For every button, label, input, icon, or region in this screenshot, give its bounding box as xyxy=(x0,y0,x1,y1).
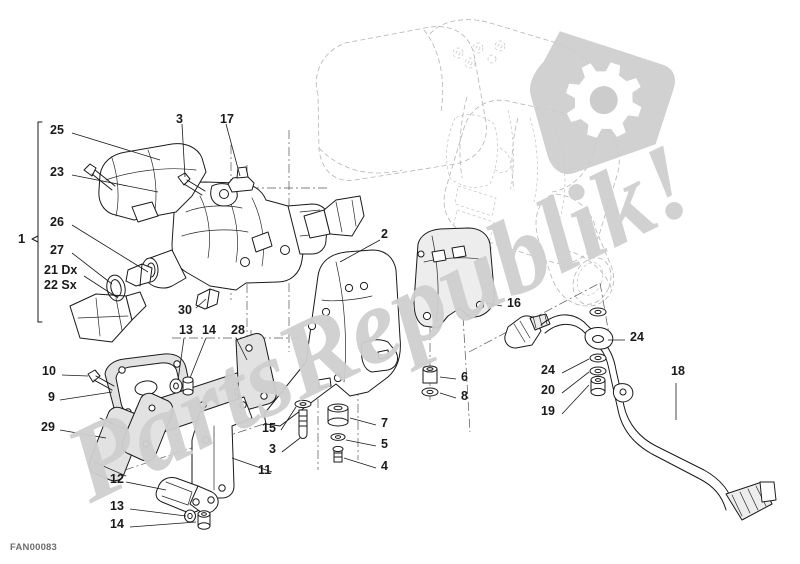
callout-5[interactable]: 5 xyxy=(381,437,388,451)
callout-14-top[interactable]: 14 xyxy=(202,323,216,337)
wiring-harness-18 xyxy=(504,313,777,521)
leader-lines xyxy=(59,123,677,528)
callout-10[interactable]: 10 xyxy=(42,364,56,378)
callout-25[interactable]: 25 xyxy=(50,123,64,137)
callout-7[interactable]: 7 xyxy=(381,416,388,430)
callout-15[interactable]: 15 xyxy=(262,421,276,435)
callout-24-lower[interactable]: 24 xyxy=(541,363,555,377)
reflector-strip-29 xyxy=(88,392,174,482)
callout-6[interactable]: 6 xyxy=(461,370,468,384)
callout-13-bottom[interactable]: 13 xyxy=(110,499,124,513)
turn-signal-left xyxy=(69,291,147,343)
diagram-code: FAN00083 xyxy=(10,542,58,553)
callout-27[interactable]: 27 xyxy=(50,243,64,257)
tail-light-lens xyxy=(98,143,207,223)
callout-18[interactable]: 18 xyxy=(671,364,685,378)
turn-signal-right xyxy=(303,195,365,239)
callout-29[interactable]: 29 xyxy=(41,420,55,434)
callout-2[interactable]: 2 xyxy=(381,227,388,241)
callout-19[interactable]: 19 xyxy=(541,404,555,418)
support-bracket-11 xyxy=(191,396,253,499)
heat-shield-bracket-16 xyxy=(413,227,495,329)
clamp-12 xyxy=(155,477,219,530)
callout-28[interactable]: 28 xyxy=(231,323,245,337)
callout-23[interactable]: 23 xyxy=(50,165,64,179)
screw-25 xyxy=(83,163,116,191)
callout-16[interactable]: 16 xyxy=(507,296,521,310)
callout-22-sx[interactable]: 22 Sx xyxy=(44,278,77,292)
callout-21-dx[interactable]: 21 Dx xyxy=(44,263,78,277)
fastener-stack-7-5-4 xyxy=(327,403,349,463)
callout-3-top[interactable]: 3 xyxy=(176,112,183,126)
rear-mudguard-inner xyxy=(263,249,401,427)
bulb-26 xyxy=(125,263,153,287)
callout-4[interactable]: 4 xyxy=(381,459,388,473)
bulb-30 xyxy=(195,288,220,310)
callout-9[interactable]: 9 xyxy=(48,390,55,404)
fastener-stack-6-8 xyxy=(421,365,439,397)
callout-13-top[interactable]: 13 xyxy=(179,323,193,337)
rubber-pad-17 xyxy=(227,166,255,193)
callout-1[interactable]: 1 xyxy=(18,231,26,246)
callout-20[interactable]: 20 xyxy=(541,383,555,397)
callout-11[interactable]: 11 xyxy=(258,463,272,477)
washer-stack-24-20-19 xyxy=(589,307,607,397)
callout-14-bottom[interactable]: 14 xyxy=(110,517,124,531)
gasket-ring-27 xyxy=(106,274,126,302)
callout-8[interactable]: 8 xyxy=(461,389,468,403)
callout-3-bottom[interactable]: 3 xyxy=(269,442,276,456)
callout-30[interactable]: 30 xyxy=(178,303,192,317)
washer-15-screw-3 xyxy=(294,399,312,439)
callout-24-upper[interactable]: 24 xyxy=(630,330,644,344)
callout-12[interactable]: 12 xyxy=(110,472,124,486)
group-bracket-1 xyxy=(31,121,43,323)
callout-17[interactable]: 17 xyxy=(220,112,234,126)
screw-3-top xyxy=(177,172,206,196)
callout-26[interactable]: 26 xyxy=(50,215,64,229)
